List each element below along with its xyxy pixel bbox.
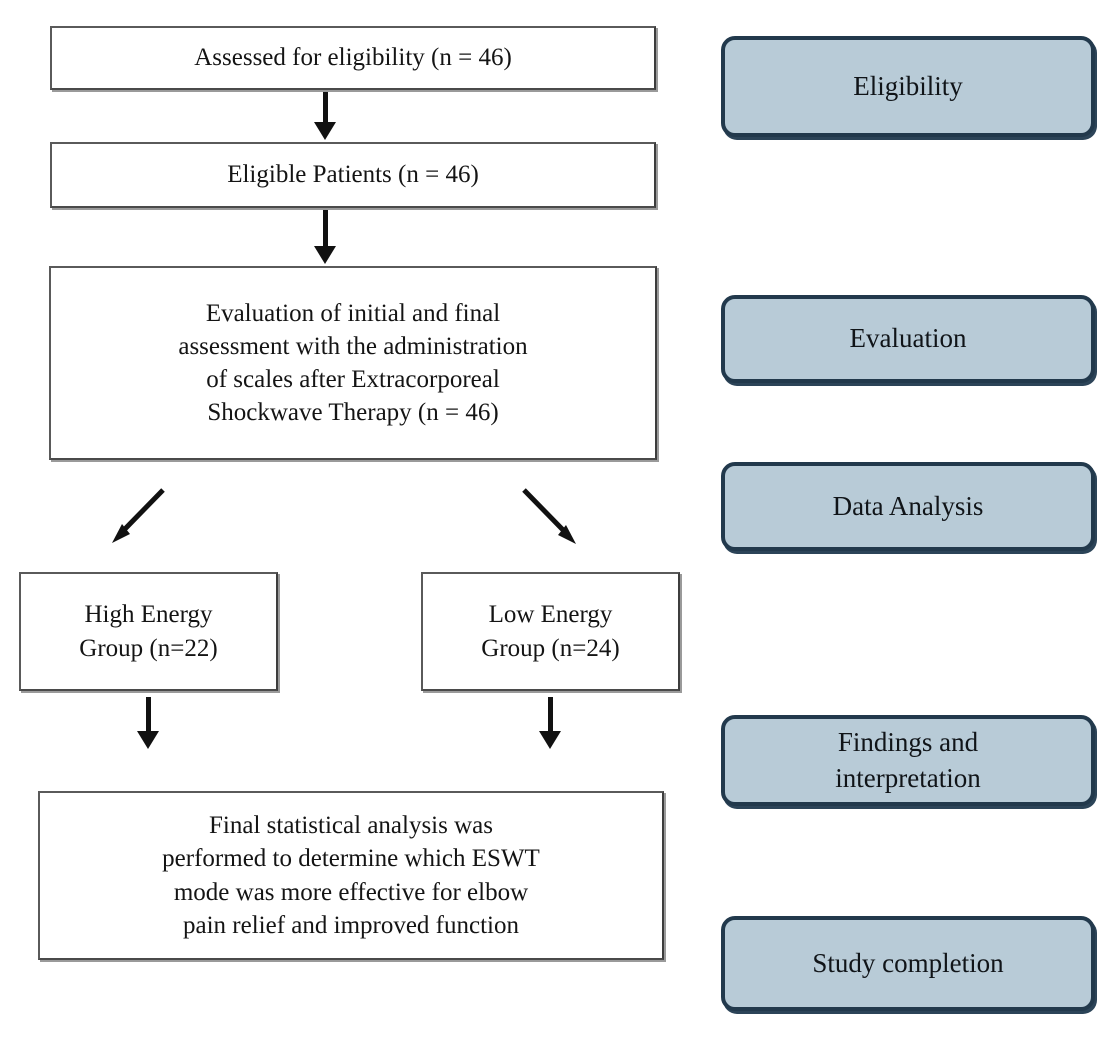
arrow-stem	[547, 697, 553, 733]
stage-pill-eligibility: Eligibility	[721, 36, 1095, 137]
process-box-high-energy-group-label: High Energy Group (n=22)	[79, 601, 218, 662]
arrow-stem	[145, 697, 151, 733]
arrow-head-down-icon	[314, 246, 336, 264]
arrow-head-down-icon	[137, 731, 159, 749]
process-box-eligible-patients-label: Eligible Patients (n = 46)	[227, 160, 479, 188]
stage-pill-study-completion-label: Study completion	[812, 947, 1004, 978]
arrow-high-energy-to-final	[137, 697, 159, 749]
stage-pill-data-analysis-label: Data Analysis	[832, 490, 984, 521]
process-box-eligible-patients: Eligible Patients (n = 46)	[50, 142, 656, 208]
process-box-evaluation: Evaluation of initial and final assessme…	[49, 266, 657, 460]
stage-pill-evaluation-label: Evaluation	[849, 323, 967, 354]
process-box-high-energy-group: High Energy Group (n=22)	[19, 572, 278, 691]
stage-pill-findings-and-interpretation-label: Findings and interpretation	[835, 727, 981, 793]
arrow-low-energy-to-final	[539, 697, 561, 749]
process-box-evaluation-label: Evaluation of initial and final assessme…	[178, 299, 528, 427]
process-box-assessed: Assessed for eligibility (n = 46)	[50, 26, 656, 90]
arrow-head-down-icon	[539, 731, 561, 749]
stage-pill-evaluation: Evaluation	[721, 295, 1095, 383]
stage-pill-eligibility-label: Eligibility	[853, 70, 963, 101]
arrow-down-right-icon	[522, 488, 576, 544]
arrow-assessed-to-eligible	[314, 92, 336, 140]
arrow-stem	[322, 210, 328, 248]
stage-pill-data-analysis: Data Analysis	[721, 462, 1095, 551]
arrow-stem	[322, 92, 328, 124]
arrow-head-down-icon	[314, 122, 336, 140]
arrow-evaluation-to-high-energy	[100, 480, 180, 555]
process-box-low-energy-group-label: Low Energy Group (n=24)	[481, 601, 620, 662]
arrow-eligible-to-evaluation	[314, 210, 336, 264]
arrow-evaluation-to-low-energy	[512, 480, 592, 555]
process-box-final-analysis-label: Final statistical analysis was performed…	[162, 811, 540, 940]
stage-pill-findings-and-interpretation: Findings and interpretation	[721, 715, 1095, 806]
stage-pill-study-completion: Study completion	[721, 916, 1095, 1011]
process-box-final-analysis: Final statistical analysis was performed…	[38, 791, 664, 960]
process-box-low-energy-group: Low Energy Group (n=24)	[421, 572, 680, 691]
arrow-down-left-icon	[112, 488, 165, 543]
process-box-assessed-label: Assessed for eligibility (n = 46)	[194, 43, 512, 71]
